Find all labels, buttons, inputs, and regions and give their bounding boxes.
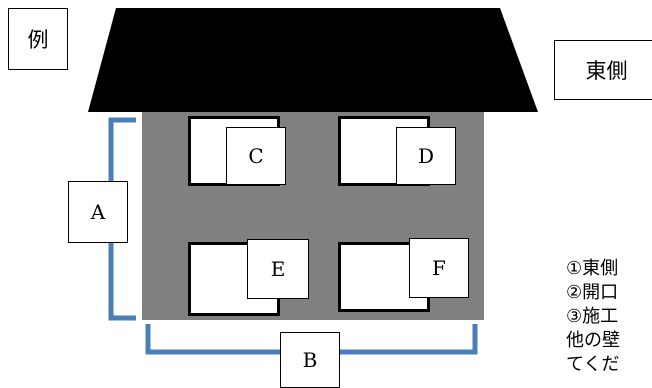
window-label-f: F	[409, 238, 469, 298]
example-label: 例	[8, 8, 68, 70]
note-line-1: ①東側	[566, 258, 619, 279]
window-label-c: C	[226, 127, 286, 185]
east-side-label: 東側	[554, 40, 652, 100]
roof	[88, 8, 538, 112]
dimension-label-a: A	[68, 181, 128, 243]
note-line-3: ③施工	[566, 306, 619, 327]
note-line-5: てくだ	[566, 354, 620, 375]
window-label-d: D	[396, 127, 456, 185]
dimension-label-b: B	[280, 332, 340, 388]
note-line-4: 他の壁	[566, 330, 620, 351]
note-line-2: ②開口	[566, 282, 619, 303]
window-label-e: E	[247, 239, 309, 299]
